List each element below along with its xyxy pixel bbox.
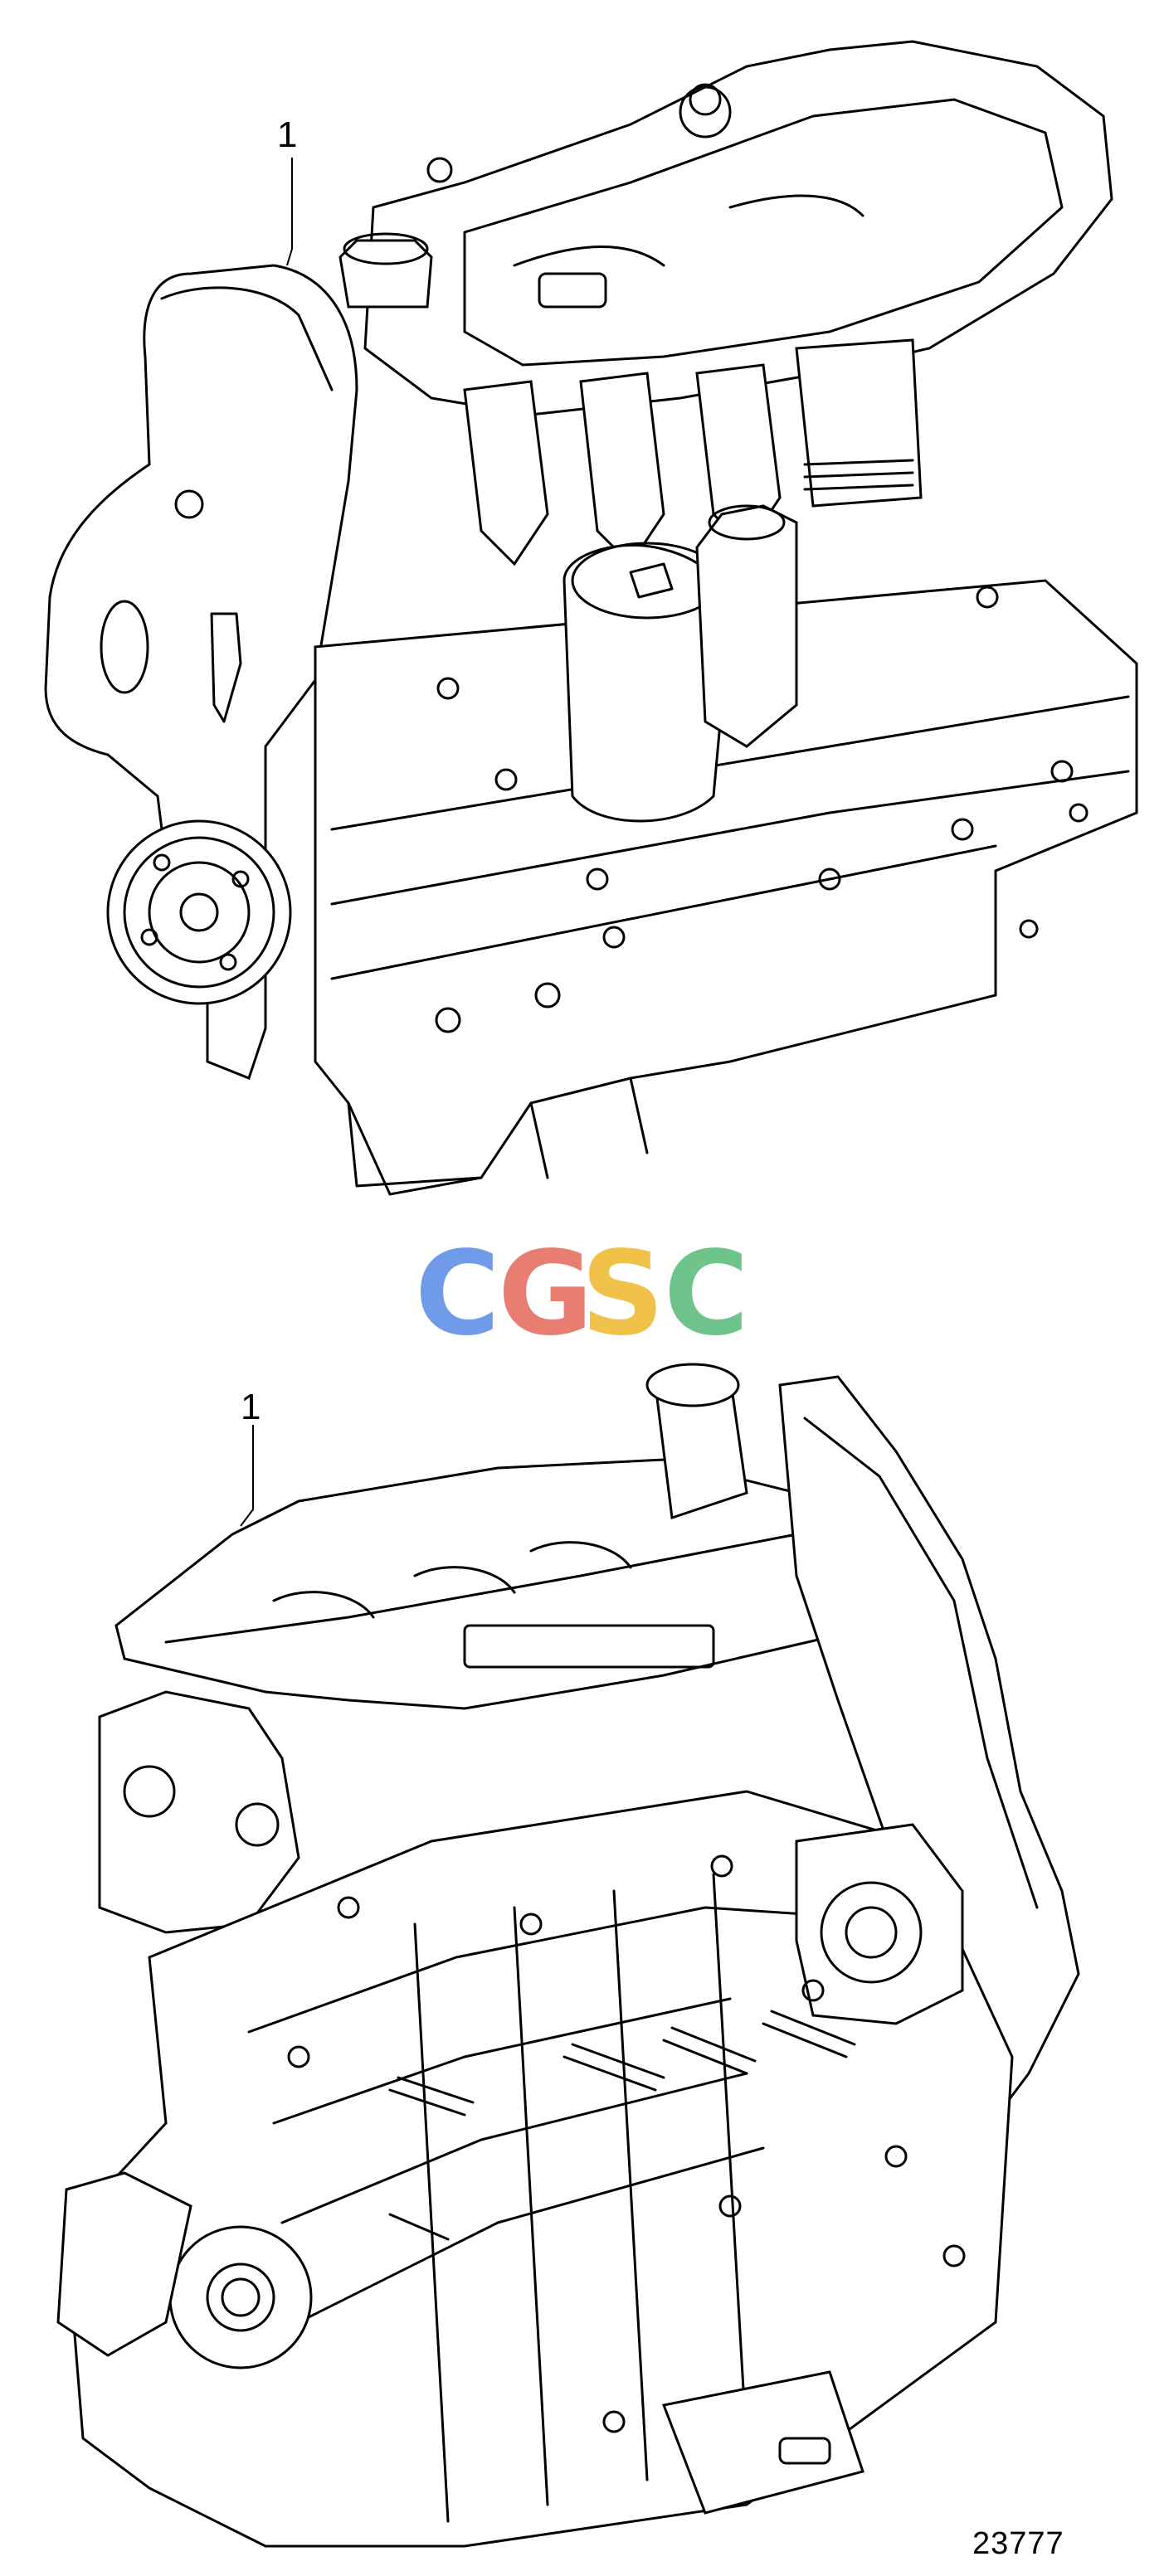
engine-illustration-top xyxy=(44,40,1138,1196)
watermark-letter-c2: C xyxy=(664,1236,749,1344)
callout-label-1-top: 1 xyxy=(277,114,298,155)
watermark-letter-c1: C xyxy=(415,1236,500,1344)
watermark-letter-s: S xyxy=(581,1236,665,1344)
callout-label-1-bottom: 1 xyxy=(241,1387,261,1427)
callout-leader-bottom xyxy=(240,1425,254,1527)
crank-pulley xyxy=(106,819,292,1005)
watermark-letter-g: G xyxy=(498,1236,593,1344)
watermark-logo: C G S C xyxy=(415,1227,755,1362)
figure-number: 23777 xyxy=(972,2526,1064,2561)
crank-flange xyxy=(168,2225,313,2369)
callout-leader-top xyxy=(286,158,293,266)
engine-illustration-bottom xyxy=(56,1363,1080,2548)
